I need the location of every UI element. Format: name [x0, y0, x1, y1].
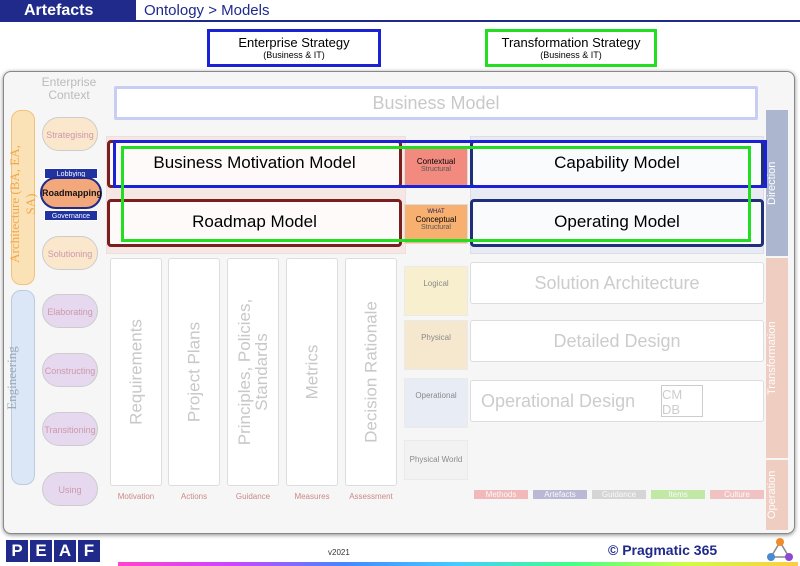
- contextual-structural: Structural: [421, 166, 451, 173]
- transformation-strategy-title: Transformation Strategy: [501, 35, 641, 50]
- pill-constructing: Constructing: [42, 353, 98, 387]
- peaf-logo: P E A F: [6, 540, 102, 562]
- caption-items: Items: [651, 490, 705, 499]
- brand-molecule-icon: [767, 538, 793, 561]
- detailed-design-box: Detailed Design: [470, 320, 764, 362]
- page-title: Artefacts: [0, 0, 136, 22]
- physical-label: Physical: [421, 333, 451, 342]
- caption-measures: Measures: [294, 492, 330, 501]
- middle-physical: Physical: [404, 320, 468, 370]
- architecture-label: Architecture (BA, EA, SA): [7, 145, 38, 263]
- roadmapping-group: Lobbying Roadmapping Governance: [40, 164, 102, 222]
- physical-world-label: Physical World: [409, 455, 463, 464]
- enterprise-strategy-outline: [113, 140, 767, 188]
- pill-solutioning: Solutioning: [42, 236, 98, 270]
- operational-design-box: Operational Design CM DB: [470, 380, 764, 422]
- logo-e: E: [30, 540, 52, 562]
- solution-architecture-box: Solution Architecture: [470, 262, 764, 304]
- business-model-box: Business Model: [114, 86, 758, 120]
- operational-label: Operational: [415, 391, 457, 400]
- principles-label: Principles, Policies, Standards: [235, 298, 271, 446]
- version-label: v2021: [328, 548, 350, 557]
- caption-artefacts: Artefacts: [533, 490, 587, 499]
- transformation-bar: Transformation: [766, 258, 788, 458]
- enterprise-strategy-title: Enterprise Strategy: [238, 35, 350, 50]
- operation-bar: Operation: [766, 460, 788, 530]
- caption-assessment: Assessment: [349, 492, 393, 501]
- capability-model-label: Capability Model: [554, 153, 680, 172]
- caption-methods: Methods: [474, 490, 528, 499]
- middle-conceptual: WHAT Conceptual Structural: [404, 204, 468, 244]
- column-decision-rationale: Decision Rationale: [345, 258, 397, 486]
- footer-rainbow-bar: [118, 562, 798, 566]
- column-requirements: Requirements: [110, 258, 162, 486]
- operating-model-label: Operating Model: [554, 212, 680, 231]
- middle-contextual: Contextual Structural: [404, 146, 468, 188]
- enterprise-strategy-subtitle: (Business & IT): [263, 50, 325, 60]
- brand-label: © Pragmatic 365: [608, 542, 718, 558]
- engineering-label: Engineering: [4, 346, 19, 410]
- metrics-label: Metrics: [302, 344, 322, 400]
- pill-strategising: Strategising: [42, 117, 98, 151]
- column-project-plans: Project Plans: [168, 258, 220, 486]
- requirements-label: Requirements: [126, 319, 146, 425]
- transformation-strategy-box: Transformation Strategy (Business & IT): [485, 29, 657, 67]
- caption-motivation: Motivation: [117, 492, 155, 501]
- middle-operational: Operational: [404, 378, 468, 428]
- caption-guidance-right: Guidance: [592, 490, 646, 499]
- column-metrics: Metrics: [286, 258, 338, 486]
- logical-label: Logical: [423, 279, 449, 288]
- pill-transitioning: Transitioning: [42, 412, 98, 446]
- roadmapping-pill: Roadmapping: [40, 177, 102, 209]
- middle-logical: Logical: [404, 266, 468, 316]
- caption-actions: Actions: [180, 492, 208, 501]
- decision-rationale-label: Decision Rationale: [361, 301, 381, 443]
- column-principles: Principles, Policies, Standards: [227, 258, 279, 486]
- logo-a: A: [54, 540, 76, 562]
- breadcrumb: Ontology > Models: [136, 0, 800, 22]
- conceptual-structural: Structural: [421, 224, 451, 231]
- conceptual-what: WHAT: [427, 209, 445, 215]
- enterprise-strategy-box: Enterprise Strategy (Business & IT): [207, 29, 381, 67]
- right-captions: Methods Artefacts Guidance Items Culture: [474, 490, 764, 499]
- middle-physical-world: Physical World: [404, 440, 468, 480]
- transformation-strategy-subtitle: (Business & IT): [540, 50, 602, 60]
- engineering-band: [11, 290, 35, 485]
- caption-guidance: Guidance: [235, 492, 271, 501]
- caption-culture: Culture: [710, 490, 764, 499]
- cmdb-label: CM DB: [661, 385, 703, 417]
- enterprise-context-title: Enterprise Context: [41, 75, 97, 102]
- pill-using: Using: [42, 472, 98, 506]
- roadmap-model-label: Roadmap Model: [192, 212, 317, 231]
- transformation-strategy-outline: [121, 146, 751, 242]
- logo-f: F: [78, 540, 100, 562]
- logo-p: P: [6, 540, 28, 562]
- project-plans-label: Project Plans: [184, 321, 204, 423]
- operational-design-label: Operational Design: [481, 391, 636, 411]
- pill-elaborating: Elaborating: [42, 294, 98, 328]
- bmm-label: Business Motivation Model: [153, 153, 356, 172]
- contextual-label: Contextual: [416, 157, 456, 166]
- conceptual-label: Conceptual: [415, 215, 457, 224]
- direction-bar: Direction: [766, 110, 788, 256]
- governance-label: Governance: [44, 210, 98, 221]
- architecture-band: [11, 110, 35, 285]
